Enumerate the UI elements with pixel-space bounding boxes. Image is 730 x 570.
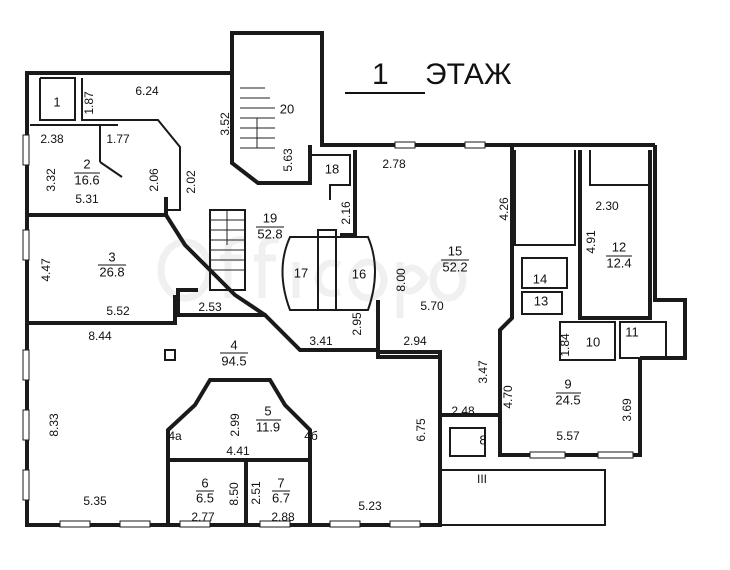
dim: 8.33 [47, 413, 61, 437]
room-6-number: 6 [201, 475, 208, 490]
dim: 1.87 [82, 91, 96, 115]
floor-number: 1 [372, 58, 389, 91]
room-19-area: 52.8 [257, 226, 282, 241]
room-14-number: 14 [533, 271, 547, 286]
dim: 2.53 [198, 300, 222, 314]
dim: 5.52 [106, 304, 130, 318]
dim: 8.44 [88, 329, 112, 343]
room-4a-number: 4а [168, 429, 182, 443]
room-9-area: 24.5 [555, 392, 580, 407]
room-5-number: 5 [264, 403, 271, 418]
room-17-number: 17 [294, 265, 308, 280]
room-11-number: 11 [625, 324, 639, 339]
dim: 4.26 [497, 197, 511, 221]
dim: 2.99 [228, 413, 242, 437]
dim: 2.02 [184, 170, 198, 194]
room-16-number: 16 [352, 266, 366, 281]
dim: 3.47 [476, 360, 490, 384]
room-labels: 1 2 16.6 3 26.8 4 94.5 4а 4б 5 11.9 6 6.… [53, 94, 638, 505]
windows [22, 134, 634, 528]
dim: 2.51 [249, 481, 263, 505]
dim: 8.50 [227, 482, 241, 506]
dim: 1.84 [558, 333, 572, 357]
room-6-area: 6.5 [196, 490, 214, 505]
room-15-number: 15 [448, 243, 462, 258]
dim: 5.23 [358, 499, 382, 513]
room-5-area: 11.9 [256, 419, 280, 434]
dimension-labels: 1.87 6.24 2.38 1.77 3.32 5.31 2.06 2.02 … [39, 84, 634, 524]
dim: 6.24 [135, 84, 159, 98]
dim: 5.35 [83, 494, 107, 508]
room-8-number: 8 [479, 432, 486, 447]
room-3-area: 26.8 [99, 264, 124, 279]
dim: 2.95 [350, 312, 364, 336]
room-2-area: 16.6 [74, 172, 99, 187]
dim: 5.70 [420, 299, 444, 313]
dim: 4.70 [501, 385, 515, 409]
dim: 4.91 [584, 230, 598, 254]
room-4-area: 94.5 [221, 353, 246, 368]
dim: 3.69 [620, 398, 634, 422]
dim: 2.77 [191, 510, 215, 524]
room-7-area: 6.7 [272, 490, 290, 505]
room-15-area: 52.2 [442, 259, 467, 274]
room-7-number: 7 [277, 475, 284, 490]
dim: 1.77 [106, 132, 130, 146]
dim: 4.47 [39, 258, 53, 282]
dim: 3.41 [309, 334, 333, 348]
dim: 4.41 [226, 444, 250, 458]
room-12-area: 12.4 [606, 255, 631, 270]
dim: 2.06 [147, 168, 161, 192]
room-18-number: 18 [325, 161, 339, 176]
room-13-number: 13 [534, 293, 548, 308]
dim: 5.31 [75, 192, 99, 206]
dim: 6.75 [414, 418, 428, 442]
dim: 8.00 [394, 268, 408, 292]
room-19-number: 19 [263, 210, 277, 225]
floor-label: ЭТАЖ [425, 58, 512, 91]
dim: 2.94 [403, 334, 427, 348]
dim: 5.57 [556, 429, 580, 443]
room-2-number: 2 [83, 156, 90, 171]
dim: 2.78 [382, 157, 406, 171]
dim: III [477, 472, 487, 486]
dim: 2.88 [271, 510, 295, 524]
room-3-number: 3 [108, 249, 115, 264]
dim: 2.30 [595, 199, 619, 213]
room-9-number: 9 [564, 376, 571, 391]
room-4-number: 4 [230, 337, 237, 352]
dim: 3.32 [44, 168, 58, 192]
dim: 2.38 [40, 132, 64, 146]
room-20-number: 20 [280, 101, 294, 116]
room-10-number: 10 [586, 334, 600, 349]
room-4b-number: 4б [304, 429, 318, 443]
dim: 3.52 [218, 112, 232, 136]
dim: 2.16 [339, 201, 353, 225]
dim: 5.63 [281, 148, 295, 172]
dim: 2.48 [451, 404, 475, 418]
room-1-number: 1 [53, 94, 60, 109]
room-12-number: 12 [612, 239, 626, 254]
walls [25, 31, 687, 527]
